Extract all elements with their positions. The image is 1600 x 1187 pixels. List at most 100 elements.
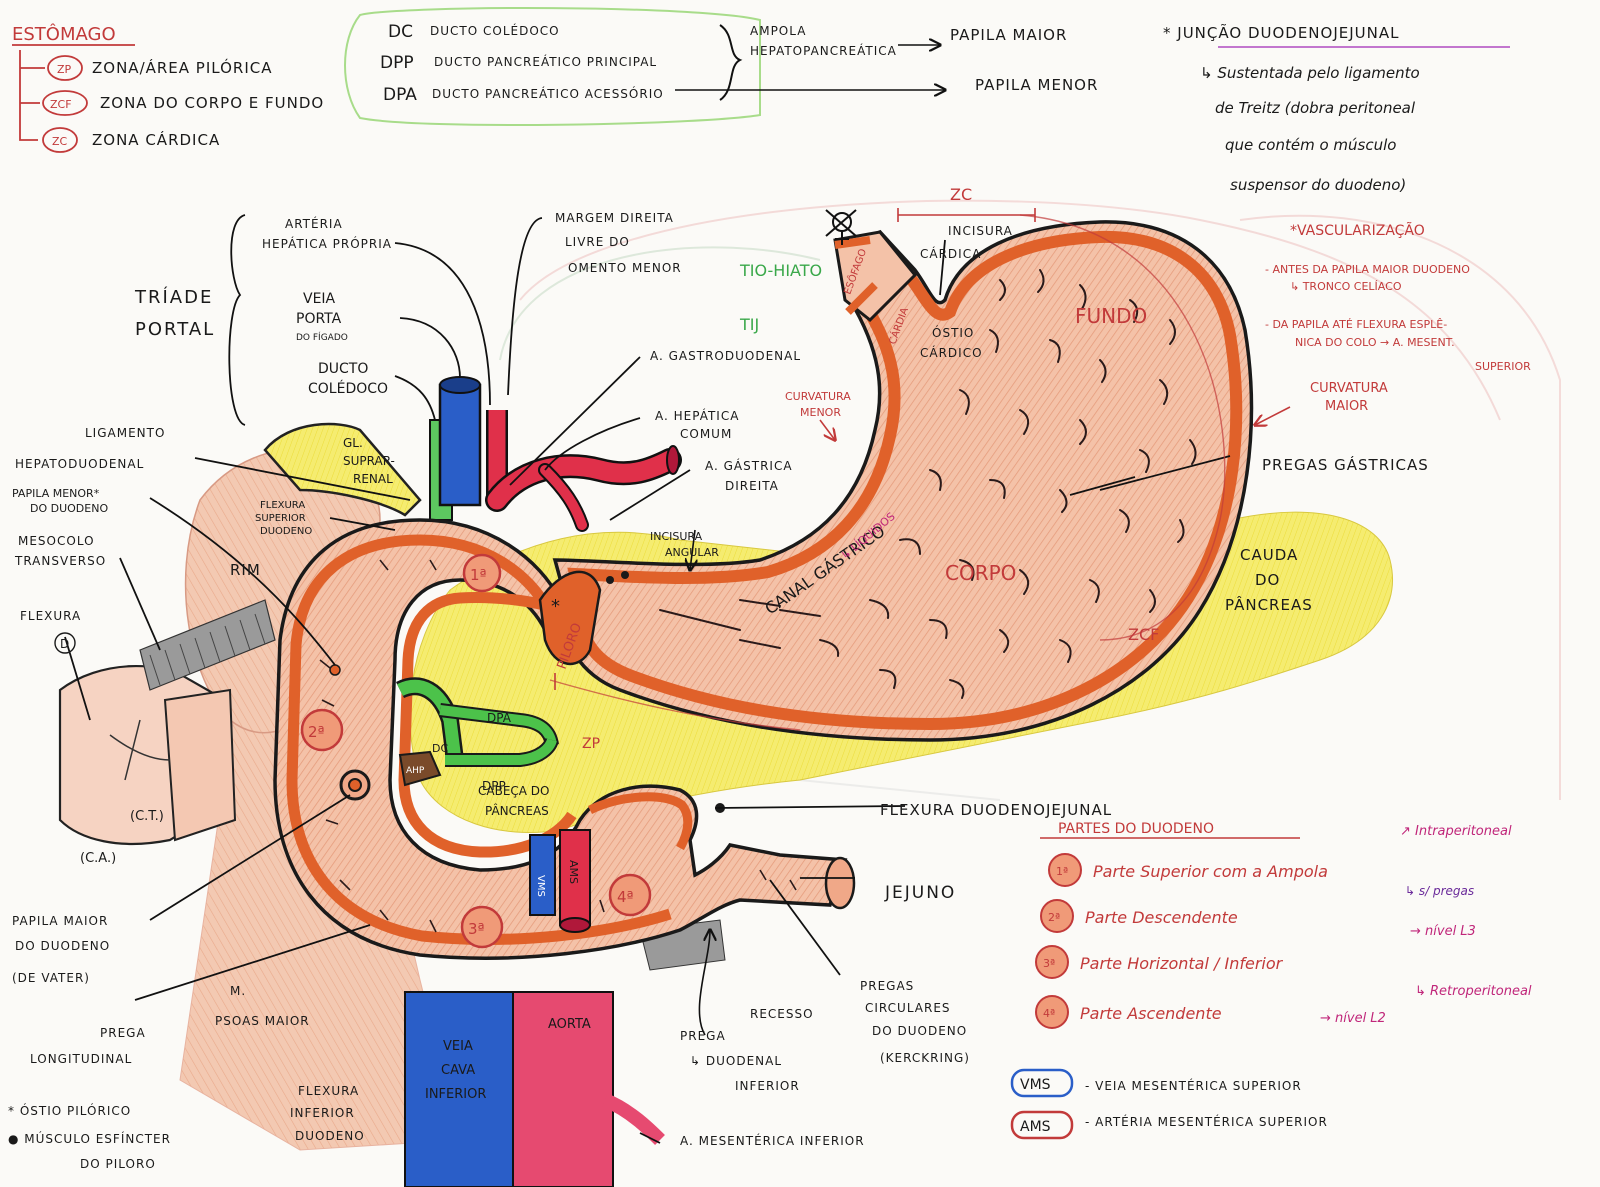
vasc-line3: - DA PAPILA ATÉ FLEXURA ESPLÊ-	[1265, 318, 1447, 331]
superior-mesenteric-vessels	[529, 829, 591, 933]
gl-suprarrenal-1: GL.	[343, 436, 363, 450]
flexura-dj: FLEXURA DUODENOJEJUNAL	[880, 801, 1112, 819]
veia-porta-1: VEIA	[303, 291, 336, 307]
incisura-cardica-1: INCISURA	[948, 224, 1013, 238]
parte1-num: 1ª	[1056, 865, 1068, 878]
pregas-note: ↳ s/ pregas	[1405, 884, 1474, 898]
prega-label: PREGA	[680, 1029, 726, 1043]
musculo-1: ● MÚSCULO ESFÍNCTER	[8, 1131, 171, 1146]
a-gastrica-direita-2: DIREITA	[725, 479, 779, 493]
aorta-label: AORTA	[548, 1017, 591, 1032]
cauda-1: CAUDA	[1240, 546, 1298, 564]
corpo-label: CORPO	[945, 561, 1016, 585]
juncao-line3: que contém o músculo	[1225, 136, 1396, 154]
part2-label: 2ª	[308, 723, 325, 741]
zp-label: ZP	[582, 736, 600, 752]
papila-menor: PAPILA MENOR	[975, 76, 1098, 94]
vasc-line2: ↳ TRONCO CELÍACO	[1290, 280, 1402, 293]
incisura-cardica-2: CÁRDICA	[920, 246, 981, 261]
fundo-label: FUNDO	[1075, 304, 1147, 328]
pylorus	[538, 570, 602, 666]
ct-label: (C.T.)	[130, 809, 164, 824]
retroperitoneal-note: ↳ Retroperitoneal	[1415, 984, 1532, 999]
margem-1: MARGEM DIREITA	[555, 211, 674, 225]
stomach	[552, 220, 1254, 742]
ampola-line1: AMPOLA	[750, 24, 806, 38]
vms-text: - VEIA MESENTÉRICA SUPERIOR	[1085, 1078, 1302, 1093]
veia-cava-3: INFERIOR	[425, 1087, 486, 1102]
musculo-2: DO PILORO	[80, 1157, 156, 1171]
text-layer: ESTÔMAGO ZP ZONA/ÁREA PILÓRICA ZCF ZONA …	[8, 22, 1532, 1171]
parte3-text: Parte Horizontal / Inferior	[1080, 954, 1284, 973]
dpp-text: DUCTO PANCREÁTICO PRINCIPAL	[434, 54, 657, 69]
pregas-circ-2: CIRCULARES	[865, 1001, 951, 1015]
parte4-num: 4ª	[1043, 1007, 1055, 1020]
esophagus	[833, 230, 918, 323]
veia-cava-2: CAVA	[441, 1063, 475, 1078]
parte4-text: Parte Ascendente	[1080, 1004, 1222, 1023]
duodenum-parts-markers	[1035, 853, 1082, 1029]
a-gastroduodenal: A. GASTRODUODENAL	[650, 349, 801, 363]
pregas-circ-1: PREGAS	[860, 979, 914, 993]
flexura-sup-1: FLEXURA	[260, 500, 305, 511]
papila-maior-2: DO DUODENO	[15, 939, 110, 953]
pregas-circ-4: (KERCKRING)	[880, 1051, 970, 1065]
zp-text: ZONA/ÁREA PILÓRICA	[92, 58, 273, 77]
flexura-sup-3: DUODENO	[260, 526, 312, 537]
arteria-hepatica-1: ARTÉRIA	[285, 216, 343, 231]
zc-abbr: ZC	[52, 135, 68, 148]
a-mes-inf: A. MESENTÉRICA INFERIOR	[680, 1133, 865, 1148]
curvatura-maior-1: CURVATURA	[1310, 381, 1388, 396]
flexura-d-2: D	[60, 637, 69, 651]
gl-suprarrenal-3: RENAL	[353, 472, 393, 486]
dpp-abbr: DPP	[380, 53, 414, 73]
zcf-text: ZONA DO CORPO E FUNDO	[100, 94, 324, 112]
ducto-coledoco-1: DUCTO	[318, 361, 368, 377]
papila-maior-1: PAPILA MAIOR	[12, 914, 108, 928]
triade-line2: PORTAL	[135, 319, 215, 340]
a-hepatica-comum-2: COMUM	[680, 427, 732, 441]
partes-title: PARTES DO DUODENO	[1058, 821, 1214, 837]
zcf-abbr: ZCF	[50, 98, 72, 111]
jejuno-label: JEJUNO	[884, 883, 956, 903]
duct-legend-cloud	[344, 7, 761, 127]
ducto-coledoco-2: COLÉDOCO	[308, 380, 388, 397]
gl-suprarrenal-2: SUPRAR-	[343, 454, 395, 468]
psoas-2: PSOAS MAIOR	[215, 1014, 310, 1028]
zcf-label: ZCF	[1128, 625, 1159, 644]
ams-legend-box	[1010, 1110, 1074, 1140]
gastric-folds	[659, 269, 1197, 699]
parte1-text: Parte Superior com a Ampola	[1093, 862, 1328, 881]
inferior-mesenteric-artery	[602, 1093, 665, 1145]
margem-2: LIVRE DO	[565, 235, 630, 249]
curvatura-menor-1: CURVATURA	[785, 390, 851, 403]
female-male-symbol	[825, 209, 857, 245]
ostio-cardico-2: CÁRDICO	[920, 345, 983, 360]
parte2-num: 2ª	[1048, 911, 1060, 924]
nivel-l2-note: → nível L2	[1320, 1011, 1386, 1026]
pregas-circ-3: DO DUODENO	[872, 1024, 967, 1038]
zp-abbr: ZP	[57, 63, 72, 76]
cauda-3: PÂNCREAS	[1225, 595, 1313, 614]
vasc-title: *VASCULARIZAÇÃO	[1290, 222, 1425, 239]
nivel-l3-note: → nível L3	[1410, 924, 1476, 939]
cauda-2: DO	[1255, 571, 1280, 589]
ampola-line2: HEPATOPANCREÁTICA	[750, 43, 897, 58]
psoas-1: M.	[230, 984, 246, 998]
inferior-vena-cava	[404, 991, 514, 1187]
part3-label: 3ª	[468, 920, 485, 938]
suprarenal-gland	[263, 422, 422, 517]
leader-lines	[64, 214, 1231, 1144]
prega-long-2: LONGITUDINAL	[30, 1052, 132, 1066]
incisura-angular-1: INCISURA	[650, 530, 703, 543]
part1-label: 1ª	[470, 566, 487, 584]
pancreatic-ducts	[395, 677, 559, 787]
curvatura-maior-2: MAIOR	[1325, 399, 1368, 414]
recesso-2: ↳ DUODENAL	[690, 1054, 782, 1068]
dc-abbr: DC	[388, 22, 413, 42]
stomach-legend-markers	[12, 44, 135, 153]
dpa-abbr: DPA	[383, 85, 417, 105]
vms-tag: VMS	[535, 875, 546, 897]
